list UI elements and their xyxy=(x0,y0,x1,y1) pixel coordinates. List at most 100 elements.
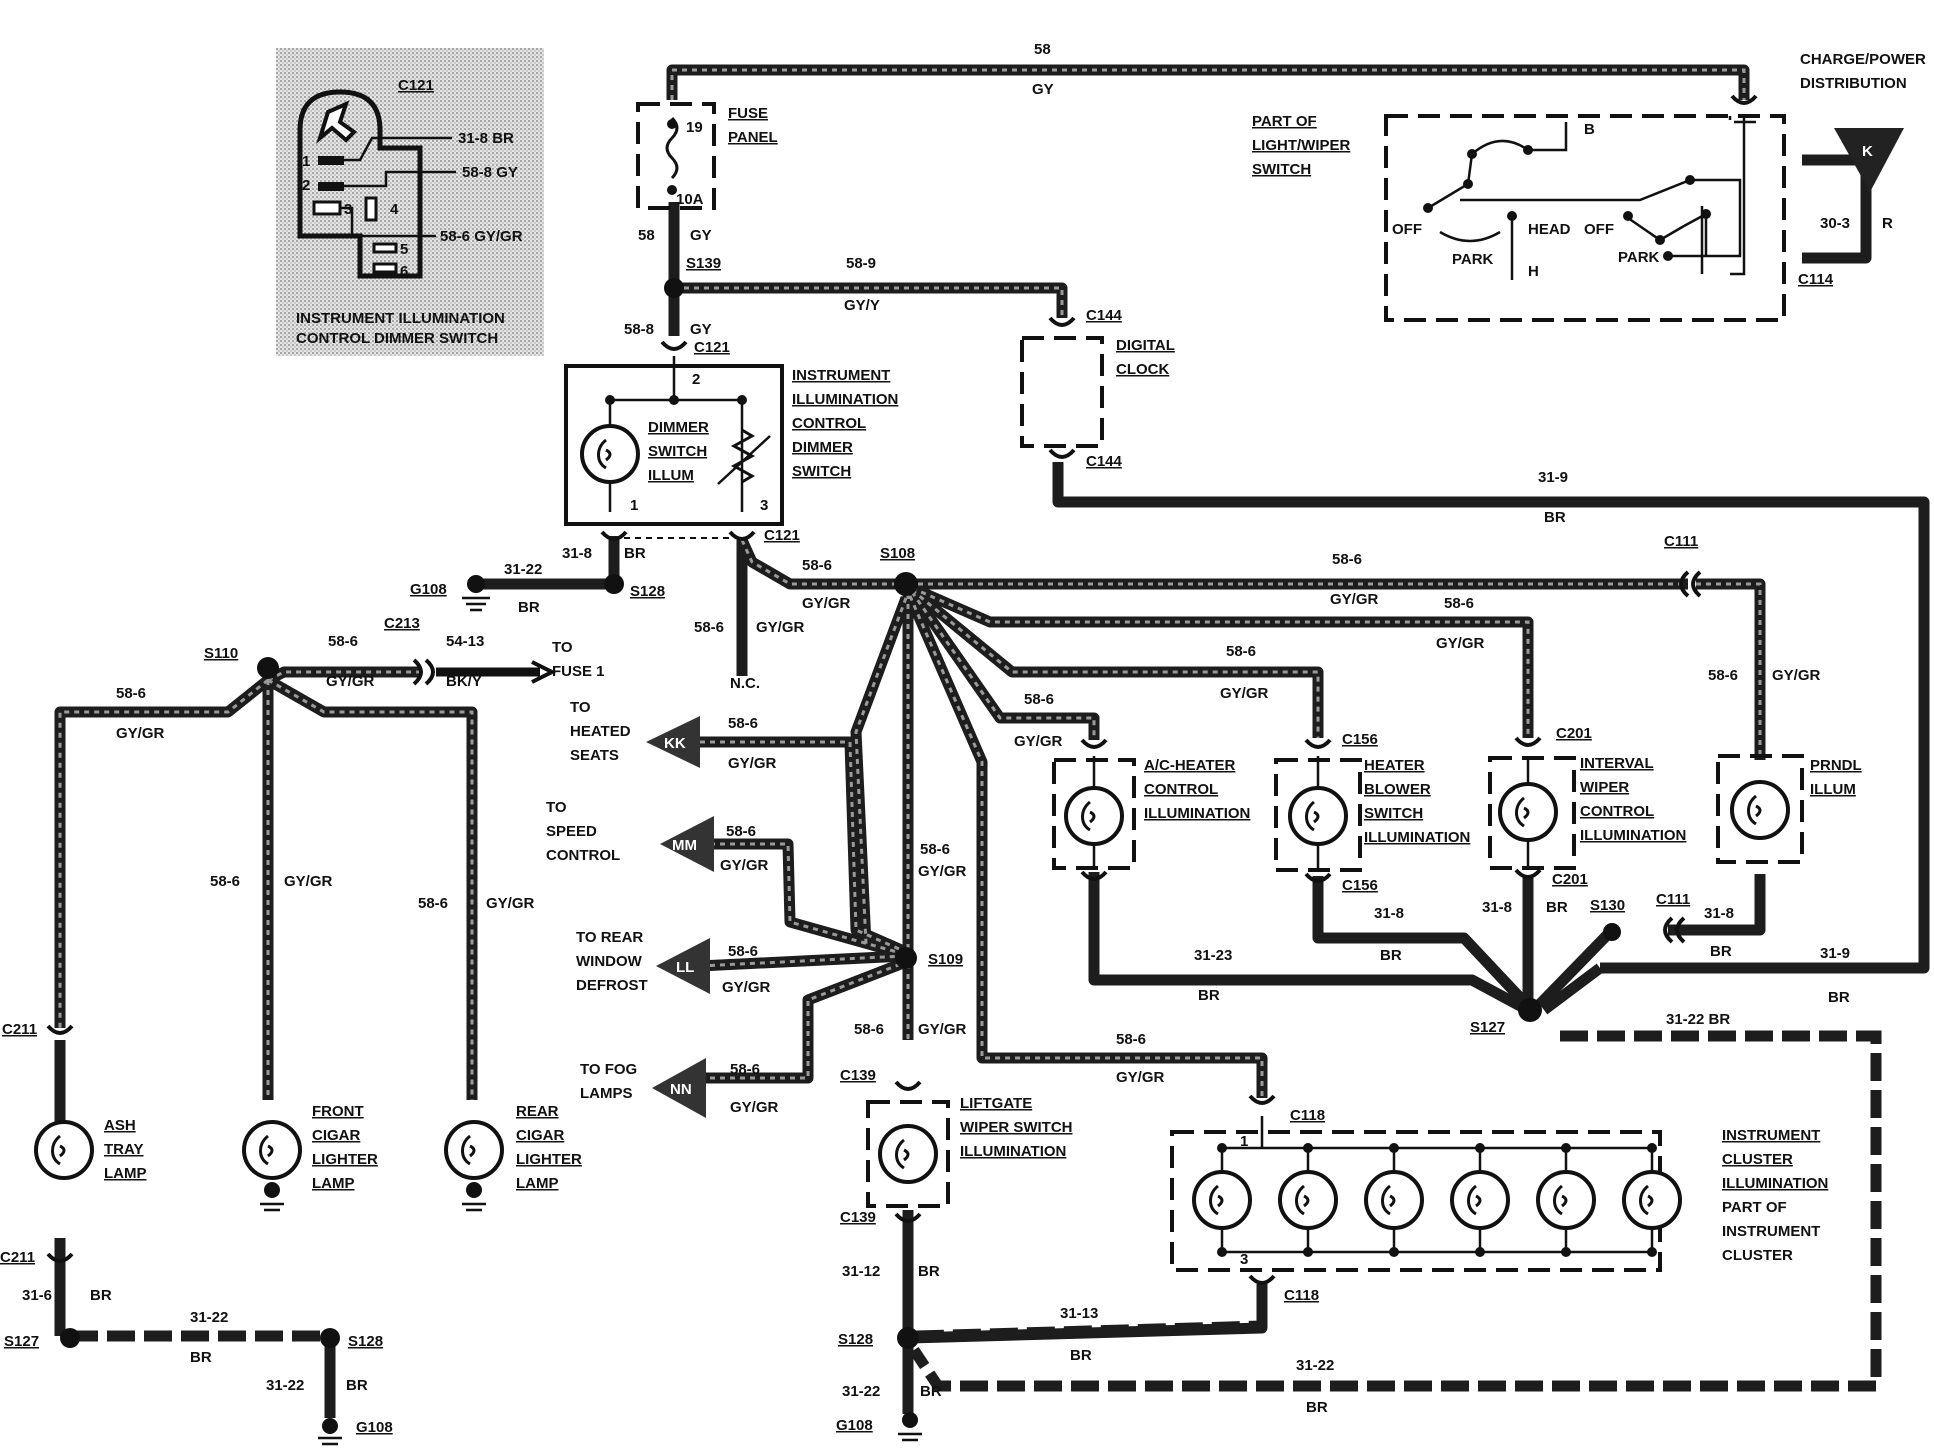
fuse-rating: 10A xyxy=(676,191,704,208)
gnd-circuit-b: 31-22 xyxy=(266,1377,304,1394)
splice-s128-top: S128 xyxy=(630,583,665,600)
liftgate-1: LIFTGATE xyxy=(960,1095,1032,1112)
ground-g108-bottom: G108 xyxy=(836,1417,873,1434)
splice-s110: S110 xyxy=(204,645,238,662)
ground-icon xyxy=(898,1412,922,1442)
nc-label: N.C. xyxy=(730,675,760,692)
lw-park-2: PARK xyxy=(1618,249,1660,266)
cluster-node xyxy=(1389,1247,1399,1257)
blower-label-4: ILLUMINATION xyxy=(1364,829,1470,846)
fuse-out-circuit: 58 xyxy=(638,227,655,244)
cluster-bulb-icon xyxy=(1450,1170,1510,1230)
lw-pos-h: H xyxy=(1528,263,1539,280)
cluster-bulb-icon xyxy=(1536,1170,1596,1230)
s109-group: TO HEATED SEATS KK 58-6 GY/GR TO SPEED C… xyxy=(546,699,967,1118)
rear-label-2: CIGAR xyxy=(516,1127,565,1144)
cluster-pin-1: 1 xyxy=(1240,1133,1248,1150)
fog-2: LAMPS xyxy=(580,1085,633,1102)
ac-circuit: 58-6 xyxy=(1024,691,1054,708)
defrost-3: DEFROST xyxy=(576,977,648,994)
fuse-panel-label-1: FUSE xyxy=(728,105,768,122)
cluster-long-circuit: 31-22 xyxy=(1296,1357,1334,1374)
c118-top: C118 xyxy=(1290,1107,1325,1124)
ash-circuit: 58-6 xyxy=(116,685,146,702)
wire-inner-pattern xyxy=(58,68,1762,1100)
dimmer-connector-bottom: C121 xyxy=(764,527,800,544)
splice-s109: S109 xyxy=(928,951,963,968)
to-fuse-2: FUSE 1 xyxy=(552,663,605,680)
wiper-color: GY/GR xyxy=(1436,635,1485,652)
instrument-cluster: 58-6 GY/GR C118 1 3 C118 INSTRUMENT CLUS… xyxy=(1060,1031,1828,1416)
cluster-node xyxy=(1647,1143,1657,1153)
defrost-color: GY/GR xyxy=(722,979,771,996)
dashed-wires xyxy=(70,202,1882,1392)
inset-wire-1: 31-8 BR xyxy=(458,130,514,147)
c213: C213 xyxy=(384,615,420,632)
blower-color: GY/GR xyxy=(1220,685,1269,702)
down-color: GY/GR xyxy=(918,1021,967,1038)
gnd-circuit-a: 31-22 xyxy=(190,1309,228,1326)
wiper-label-3: CONTROL xyxy=(1580,803,1654,820)
cluster-node xyxy=(1389,1143,1399,1153)
liftgate-switch: C139 LIFTGATE WIPER SWITCH ILLUMINATION … xyxy=(836,1067,1073,1442)
charge-power-1: CHARGE/POWER xyxy=(1800,51,1926,68)
inset-pin-3: 3 xyxy=(344,201,352,218)
cluster-label-6: CLUSTER xyxy=(1722,1247,1793,1264)
feed-s108-color: GY/GR xyxy=(802,595,851,612)
cluster-bulb-icon xyxy=(1278,1170,1338,1230)
wiper-label-1: INTERVAL xyxy=(1580,755,1654,772)
splice-s128-left: S128 xyxy=(348,1333,383,1350)
blower-label-3: SWITCH xyxy=(1364,805,1423,822)
dimmer-title-2: ILLUMINATION xyxy=(792,391,898,408)
splice-s130: S130 xyxy=(1590,897,1625,914)
lw-feed-color: R xyxy=(1882,215,1893,232)
c118-bottom: C118 xyxy=(1284,1287,1319,1304)
wiper-circuit: 58-6 xyxy=(1444,595,1474,612)
dimmer-pin-1: 1 xyxy=(630,497,638,514)
front-label-2: CIGAR xyxy=(312,1127,361,1144)
ac-label-1: A/C-HEATER xyxy=(1144,757,1236,774)
speed-badge: MM xyxy=(672,837,697,854)
clock-return-color: BR xyxy=(1544,509,1566,526)
lw-pos-b: B xyxy=(1584,121,1595,138)
cluster-bulbs xyxy=(1192,1143,1682,1257)
ground-icon xyxy=(260,1182,284,1212)
c201-bottom: C201 xyxy=(1552,871,1588,888)
c213-connector-icon xyxy=(412,658,435,686)
front-color: GY/GR xyxy=(284,873,333,890)
dimmer-gnd-318-color: BR xyxy=(624,545,646,562)
splice-s108: S108 xyxy=(880,545,915,562)
prndl-label-2: ILLUM xyxy=(1810,781,1856,798)
lw-off-1: OFF xyxy=(1392,221,1422,238)
to-fuse-color-b: BK/Y xyxy=(446,673,482,690)
ret-3123-color: BR xyxy=(1198,987,1220,1004)
digital-clock: C144 DIGITAL CLOCK C144 xyxy=(1020,307,1175,470)
c211-top: C211 xyxy=(2,1021,37,1038)
heated-circuit: 58-6 xyxy=(728,715,758,732)
inset-wire-3: 58-6 GY/GR xyxy=(440,228,523,245)
cluster-node xyxy=(1217,1143,1227,1153)
fuse-out-color: GY xyxy=(690,227,712,244)
gnd-color-b: BR xyxy=(346,1377,368,1394)
ground-icon xyxy=(462,575,490,612)
cluster-node xyxy=(1303,1143,1313,1153)
liftgate-gnd-color: BR xyxy=(918,1263,940,1280)
defrost-1: TO REAR xyxy=(576,929,643,946)
dimmer-illum-2: SWITCH xyxy=(648,443,707,460)
dimmer-title-5: SWITCH xyxy=(792,463,851,480)
fuse-panel: FUSE PANEL 19 10A 58 GY S139 xyxy=(636,102,778,298)
liftgate-3: ILLUMINATION xyxy=(960,1143,1066,1160)
to-fuse-1: TO xyxy=(552,639,573,656)
lw-label-1: PART OF xyxy=(1252,113,1317,130)
splice-s127-left: S127 xyxy=(4,1333,39,1350)
dimmer-title-4: DIMMER xyxy=(792,439,853,456)
trunk-circuit: 58-6 xyxy=(920,841,950,858)
to-fuse-color-a: GY/GR xyxy=(326,673,375,690)
badge-heated-icon xyxy=(646,716,700,768)
prndl-label-1: PRNDL xyxy=(1810,757,1862,774)
speed-1: TO xyxy=(546,799,567,816)
liftgate-gnd2-circuit: 31-22 xyxy=(842,1383,880,1400)
ground-icon xyxy=(462,1182,486,1212)
cluster-feed-color: GY/GR xyxy=(1116,1069,1165,1086)
